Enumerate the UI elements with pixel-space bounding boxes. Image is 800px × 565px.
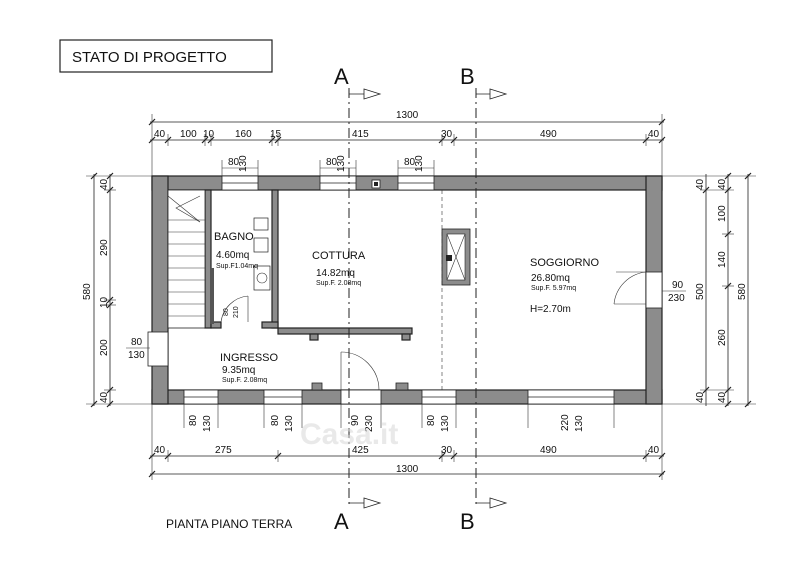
title-text: STATO DI PROGETTO bbox=[72, 49, 227, 66]
room-area: 4.60mq bbox=[216, 250, 249, 261]
left-dim-1: 40 bbox=[99, 178, 110, 190]
interior-walls bbox=[204, 189, 413, 341]
bagno-door-w: 80 bbox=[223, 308, 230, 316]
top-window-3-h: 130 bbox=[414, 155, 425, 172]
top-window-dims bbox=[221, 160, 435, 176]
bottom-dim-2: 275 bbox=[215, 445, 232, 456]
top-dim-2: 100 bbox=[180, 129, 197, 140]
room-sup: Sup.F1.04mq bbox=[216, 263, 258, 270]
top-dim-6: 415 bbox=[352, 129, 369, 140]
left-total-dim: 580 bbox=[82, 283, 93, 300]
left-opening bbox=[147, 331, 169, 367]
bottom-dim-5: 490 bbox=[540, 445, 557, 456]
right-dimensions bbox=[662, 172, 756, 408]
bottom-window-5-w: 220 bbox=[560, 414, 571, 431]
room-cottura: COTTURA 14.82mq Sup.F. 2.08mq bbox=[312, 250, 366, 287]
bottom-window-3-h: 230 bbox=[364, 415, 375, 432]
right-mid-dim: 500 bbox=[695, 283, 706, 300]
bottom-window-2-h: 130 bbox=[284, 415, 295, 432]
top-dim-1: 40 bbox=[154, 129, 166, 140]
right-dim-2: 100 bbox=[717, 205, 728, 222]
room-area: 9.35mq bbox=[222, 365, 255, 376]
section-label-b-top: B bbox=[460, 64, 475, 89]
room-soggiorno: SOGGIORNO 26.80mq Sup.F. 5.97mq H=2.70m bbox=[530, 257, 600, 315]
bottom-dim-3: 425 bbox=[352, 445, 369, 456]
top-window-2-w: 80 bbox=[326, 157, 338, 168]
top-dim-9: 40 bbox=[648, 129, 660, 140]
bottom-window-4-w: 80 bbox=[426, 414, 437, 426]
top-window-1-w: 80 bbox=[228, 157, 240, 168]
room-area: 14.82mq bbox=[316, 268, 355, 279]
watermark: Casa.it bbox=[300, 418, 398, 451]
top-window-2-h: 130 bbox=[336, 155, 347, 172]
staircase bbox=[167, 189, 214, 329]
right-door-h: 230 bbox=[668, 293, 685, 304]
right-dim-3: 140 bbox=[717, 251, 728, 268]
section-line-a bbox=[348, 88, 382, 509]
bottom-window-openings bbox=[183, 389, 615, 405]
left-dim-4: 200 bbox=[99, 339, 110, 356]
right-dim-4: 260 bbox=[717, 329, 728, 346]
top-dim-5: 15 bbox=[270, 129, 282, 140]
top-window-openings bbox=[221, 175, 435, 191]
top-window-3-w: 80 bbox=[404, 157, 416, 168]
room-name: BAGNO bbox=[214, 231, 254, 243]
top-dim-4: 160 bbox=[235, 129, 252, 140]
top-dimensions bbox=[148, 114, 666, 176]
bottom-window-1-h: 130 bbox=[202, 415, 213, 432]
section-line-b bbox=[475, 88, 508, 509]
right-dim-7: 40 bbox=[717, 391, 728, 403]
bottom-window-5-h: 130 bbox=[574, 415, 585, 432]
room-name: SOGGIORNO bbox=[530, 257, 600, 269]
top-dim-8: 490 bbox=[540, 129, 557, 140]
bottom-window-dims bbox=[183, 404, 615, 428]
bathroom-fixtures bbox=[253, 217, 271, 291]
right-dim-1: 40 bbox=[695, 178, 706, 190]
room-sup: Sup.F. 2.08mq bbox=[316, 280, 361, 287]
left-dimensions bbox=[86, 172, 152, 408]
top-total-dim: 1300 bbox=[396, 110, 419, 121]
right-total-dim: 580 bbox=[737, 283, 748, 300]
bottom-window-4-h: 130 bbox=[440, 415, 451, 432]
room-name: COTTURA bbox=[312, 250, 366, 262]
left-opening-h: 130 bbox=[128, 350, 145, 361]
room-sup: Sup.F. 2.08mq bbox=[222, 377, 267, 384]
bottom-window-3-w: 90 bbox=[350, 414, 361, 426]
top-dim-3: 10 bbox=[203, 129, 215, 140]
right-door-opening bbox=[645, 271, 663, 309]
top-window-1-h: 130 bbox=[238, 155, 249, 172]
section-label-a-bottom: A bbox=[334, 509, 349, 534]
left-dim-2: 290 bbox=[99, 239, 110, 256]
left-opening-w: 80 bbox=[131, 337, 143, 348]
left-dim-5: 40 bbox=[99, 391, 110, 403]
bottom-dim-6: 40 bbox=[648, 445, 660, 456]
title-box bbox=[59, 39, 273, 73]
drawing-caption: PIANTA PIANO TERRA bbox=[166, 517, 292, 531]
room-height: H=2.70m bbox=[530, 304, 571, 315]
section-label-a-top: A bbox=[334, 64, 349, 89]
room-name: INGRESSO bbox=[220, 352, 279, 364]
room-area: 26.80mq bbox=[531, 273, 570, 284]
bottom-window-2-w: 80 bbox=[270, 414, 281, 426]
room-bagno: BAGNO 4.60mq Sup.F1.04mq bbox=[214, 231, 258, 270]
left-dim-3: 10 bbox=[99, 296, 110, 308]
right-door-w: 90 bbox=[672, 280, 684, 291]
bottom-total-dim: 1300 bbox=[396, 464, 419, 475]
top-dim-7: 30 bbox=[441, 129, 453, 140]
bagno-door-h: 210 bbox=[233, 306, 240, 318]
bottom-window-1-w: 80 bbox=[188, 414, 199, 426]
room-ingresso: INGRESSO 9.35mq Sup.F. 2.08mq bbox=[220, 352, 279, 384]
room-sup: Sup.F. 5.97mq bbox=[531, 285, 576, 292]
bottom-dim-1: 40 bbox=[154, 445, 166, 456]
bottom-dimensions bbox=[148, 404, 666, 480]
right-dim-6: 40 bbox=[717, 178, 728, 190]
bottom-dim-4: 30 bbox=[441, 445, 453, 456]
right-dim-5: 40 bbox=[695, 391, 706, 403]
section-label-b-bottom: B bbox=[460, 509, 475, 534]
fireplace bbox=[441, 228, 471, 286]
